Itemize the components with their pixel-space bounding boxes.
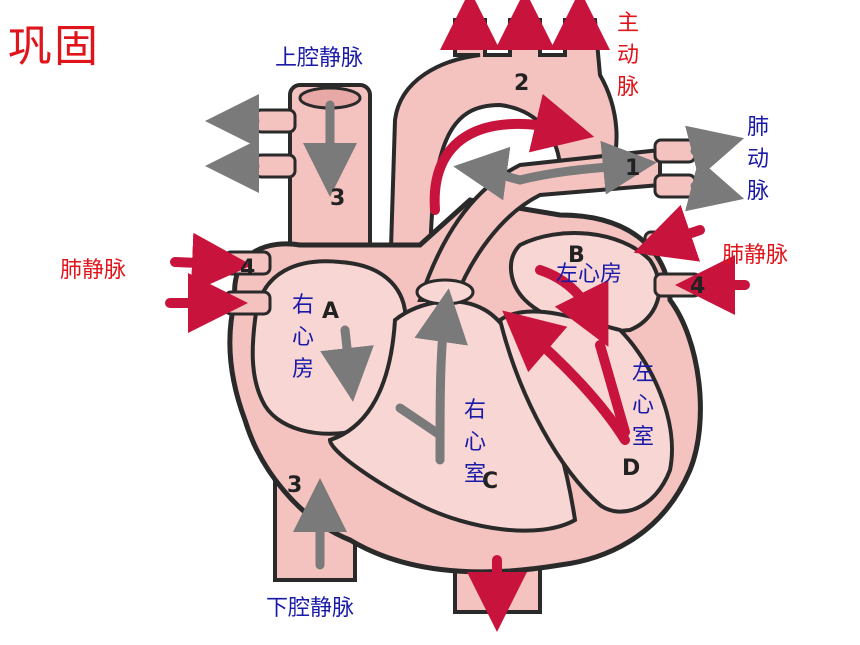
- label-pulmonary-artery: 肺动脉: [746, 115, 769, 204]
- arrow-left-ventricle-up: [502, 310, 630, 445]
- marker-4-right: 4: [690, 274, 705, 299]
- label-pulmonary-vein-left: 肺静脉: [60, 258, 127, 283]
- arrow-pulmonary-right: [515, 140, 657, 195]
- marker-3-top: 3: [330, 186, 345, 211]
- superior-vena-cava-vessel: [253, 83, 372, 272]
- marker-2: 2: [514, 71, 529, 96]
- arrow-pa-out-1: [685, 125, 745, 178]
- arrow-pulmonary-left: [453, 146, 525, 201]
- arrow-pv-left-1: [170, 232, 252, 293]
- arrow-aortic-arch: [429, 93, 595, 215]
- marker-1: 1: [625, 156, 640, 181]
- label-superior-vena-cava: 上腔静脉: [275, 46, 364, 71]
- arrow-septum: [395, 403, 445, 440]
- label-left-atrium: 左心房: [556, 262, 623, 287]
- page-title: 巩固: [8, 21, 100, 72]
- red-arrows: [165, 0, 750, 632]
- marker-A: A: [322, 299, 339, 324]
- label-inferior-vena-cava: 下腔静脉: [266, 596, 355, 621]
- arrow-left-ventricle-down: [595, 340, 630, 437]
- marker-B: B: [568, 243, 585, 268]
- label-right-ventricle: 右心室: [463, 398, 486, 487]
- arrow-left-atrium: [535, 265, 609, 347]
- valve-ring: [415, 278, 475, 306]
- arrow-right-atrium: [320, 325, 374, 402]
- label-aorta: 主动脉: [616, 11, 639, 100]
- marker-C: C: [482, 469, 498, 494]
- arrow-right-ventricle-up: [414, 288, 468, 465]
- label-left-ventricle: 左心室: [631, 361, 654, 450]
- arrow-pv-right-1: [633, 204, 705, 262]
- label-pulmonary-vein-right: 肺静脉: [722, 243, 789, 268]
- marker-4-left: 4: [240, 256, 255, 281]
- marker-D: D: [622, 456, 640, 481]
- marker-3-bottom: 3: [287, 473, 302, 498]
- gray-arrows: [205, 94, 745, 570]
- label-right-atrium: 右心房: [291, 293, 314, 382]
- arrow-pa-out-2: [685, 159, 745, 212]
